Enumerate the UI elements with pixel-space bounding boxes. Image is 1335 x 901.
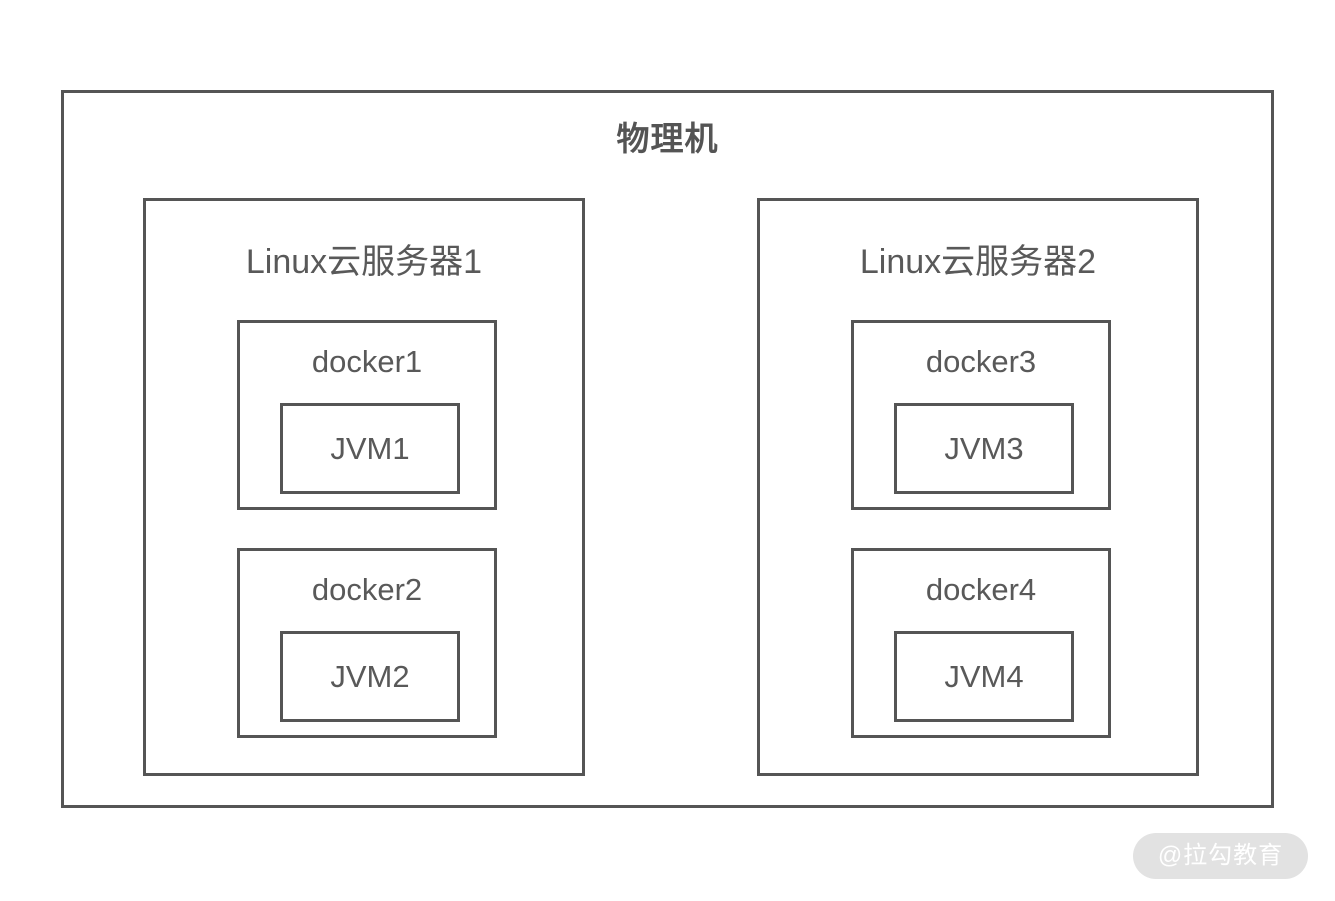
docker-box-3: docker3 JVM3	[851, 320, 1111, 510]
jvm-box-1: JVM1	[280, 403, 460, 494]
docker-box-1: docker1 JVM1	[237, 320, 497, 510]
jvm-title-1: JVM1	[330, 430, 410, 466]
jvm-box-3: JVM3	[894, 403, 1074, 494]
server-title-1: Linux云服务器1	[245, 243, 483, 281]
jvm-box-2: JVM2	[280, 631, 460, 722]
docker-box-2: docker2 JVM2	[237, 548, 497, 738]
docker-title-2: docker2	[311, 572, 423, 607]
jvm-title-3: JVM3	[944, 430, 1024, 466]
docker-box-4: docker4 JVM4	[851, 548, 1111, 738]
docker-title-3: docker3	[925, 344, 1037, 379]
server-title-2: Linux云服务器2	[859, 243, 1097, 281]
docker-title-1: docker1	[311, 344, 423, 379]
server-box-1: Linux云服务器1 docker1 JVM1 docker2 JVM2	[143, 198, 585, 776]
watermark-label: @拉勾教育	[1157, 842, 1284, 869]
jvm-box-4: JVM4	[894, 631, 1074, 722]
watermark-badge: @拉勾教育	[1133, 833, 1308, 879]
physical-machine-title: 物理机	[616, 120, 719, 157]
server-box-2: Linux云服务器2 docker3 JVM3 docker4 JVM4	[757, 198, 1199, 776]
jvm-title-4: JVM4	[944, 658, 1024, 694]
docker-title-4: docker4	[925, 572, 1037, 607]
jvm-title-2: JVM2	[330, 658, 410, 694]
physical-machine-box: 物理机 Linux云服务器1 docker1 JVM1 docker2 JVM2…	[61, 90, 1274, 808]
